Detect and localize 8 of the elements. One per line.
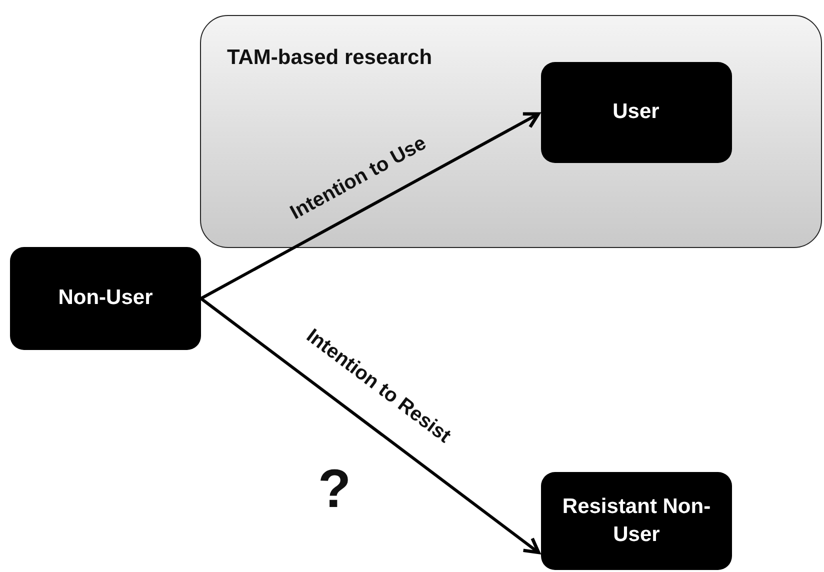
arrow bbox=[200, 112, 540, 300]
node-box: Non-User bbox=[10, 247, 201, 350]
group-heading: TAM-based research bbox=[227, 46, 432, 70]
node-box: User bbox=[540, 62, 732, 162]
arrow bbox=[200, 297, 540, 554]
group-panel bbox=[200, 15, 822, 248]
question-mark: ? bbox=[318, 458, 351, 520]
node-box: Resistant Non-User bbox=[541, 472, 732, 570]
